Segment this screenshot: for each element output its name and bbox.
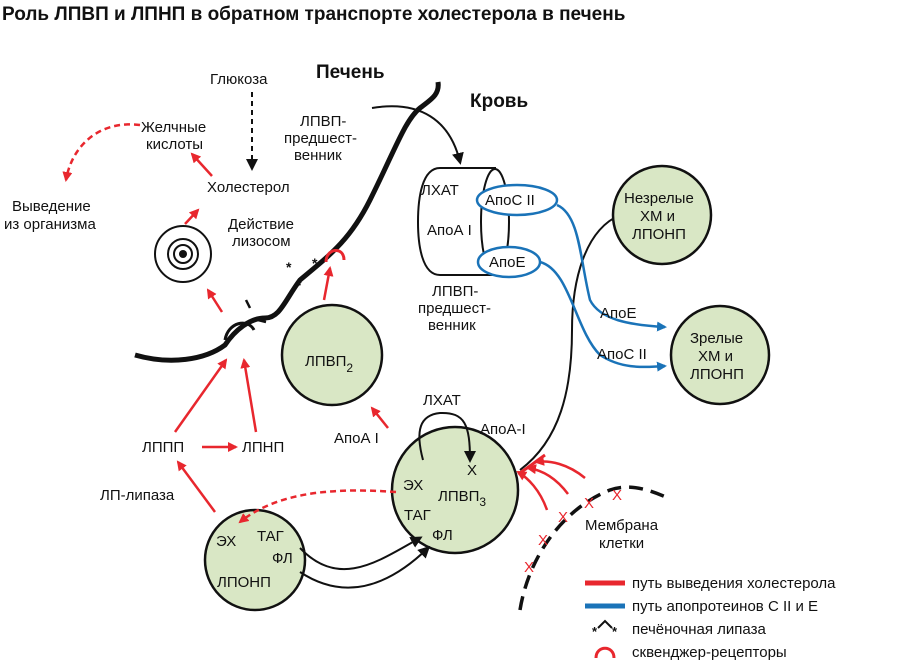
page-title: Роль ЛПВП и ЛПНП в обратном транспорте х… [2, 4, 625, 25]
immature-label-3: ЛПОНП [632, 226, 686, 243]
lhat-cycle-arrow [418, 411, 476, 463]
immature-particle [611, 164, 713, 266]
tag-transfer-arrow [299, 536, 423, 571]
hepatic-lipase-icon: * * [592, 619, 618, 639]
legend-label-0: путь выведения холестерола [632, 575, 836, 592]
hdl3-to-hdl2-arrow [370, 406, 389, 429]
liver-secretion-arrow [371, 105, 464, 165]
lysosome-action-label: Действие [228, 216, 294, 233]
x-mark: X [584, 495, 594, 512]
hdl2-to-receptor-arrow [322, 266, 334, 301]
fl-transfer-arrow [299, 545, 431, 589]
excretion-label-2: из организма [4, 216, 96, 233]
tag-hdl3-label: ТАГ [404, 507, 431, 524]
hdl-precursor-bottom-label-2: предшест- [418, 300, 491, 317]
ldl-to-receptor-arrow [240, 358, 258, 433]
apoc2-transfer-arrow [539, 260, 667, 372]
lppp-label: ЛППП [142, 439, 184, 456]
hdl2-label: ЛПВП2 [305, 353, 353, 375]
efflux-arrow [534, 455, 586, 479]
lysosome-icon [154, 225, 212, 283]
lysosome-action-label-2: лизосом [232, 233, 291, 250]
bile-acids-label-2: кислоты [146, 136, 203, 153]
legend-label-3: сквенджер-рецепторы [632, 644, 787, 661]
receptor-to-lysosome-arrow [206, 288, 224, 313]
scavenger-receptor-icon [324, 249, 346, 263]
liver-label: Печень [316, 62, 385, 83]
vldl-fl-label: ФЛ [272, 550, 293, 567]
lysosome-to-cholesterol-arrow [184, 208, 200, 225]
mature-label-3: ЛПОНП [690, 366, 744, 383]
apoa1-right-label: АпоА-I [480, 421, 526, 438]
liver-membrane-line [134, 81, 441, 363]
transfer-line [519, 214, 621, 471]
receptor-tick [244, 299, 252, 309]
svg-text:*: * [612, 624, 618, 639]
cholesterol-label: Холестерол [207, 179, 290, 196]
hdl-precursor-bottom-label-3: венник [428, 317, 476, 334]
apoa1-label: АпоА I [427, 222, 472, 239]
hdl-precursor-bottom-label: ЛПВП- [432, 283, 478, 300]
vldl-ex-label: ЭХ [216, 533, 236, 550]
legend: путь выведения холестерола путь апопроте… [585, 575, 836, 661]
mature-label: Зрелые [690, 330, 743, 347]
apoe-label: АпоЕ [489, 254, 525, 271]
efflux-arrow [516, 470, 549, 511]
x-hdl3-label: X [467, 462, 477, 479]
apoa1-left-label: АпоА I [334, 430, 379, 447]
apoc2-label: АпоС II [485, 192, 535, 209]
ex-hdl3-label: ЭХ [403, 477, 423, 494]
hepatic-lipase-icon: * [312, 255, 318, 271]
membrane-label: Мембрана [585, 517, 659, 534]
svg-text:*: * [592, 624, 598, 639]
x-mark: X [524, 559, 534, 576]
immature-label-2: ХМ и [640, 208, 675, 225]
vldl-label: ЛПОНП [217, 574, 271, 591]
lhat2-label: ЛХАТ [423, 392, 461, 409]
immature-label: Незрелые [624, 190, 694, 207]
x-mark: X [558, 509, 568, 526]
x-mark: X [538, 532, 548, 549]
ex-transfer-arrow [238, 489, 397, 524]
vldl-to-lppp-arrow [176, 460, 217, 513]
lhat-label: ЛХАТ [421, 182, 459, 199]
legend-label-1: путь апопротеинов С II и Е [632, 598, 818, 615]
efflux-arrow [526, 464, 569, 495]
bile-excretion-arrow [62, 123, 141, 182]
mature-label-2: ХМ и [698, 348, 733, 365]
apoe-transfer-arrow [556, 203, 667, 332]
apoc2-arrow-label: АпоС II [597, 346, 647, 363]
hdl2-particle [280, 303, 384, 407]
apoe-arrow-label: АпоЕ [600, 305, 636, 322]
apoc2-oval [475, 183, 559, 217]
lp-lipase-label: ЛП-липаза [100, 487, 175, 504]
receptor-tick [257, 318, 267, 324]
cholesterol-to-bile-arrow [190, 152, 213, 177]
x-mark: X [612, 487, 622, 504]
vldl-particle [203, 508, 307, 612]
cell-membrane [518, 485, 669, 611]
hdl-precursor-top-label-3: венник [294, 147, 342, 164]
hdl-precursor-top-label: ЛПВП- [300, 113, 346, 130]
hdl3-label: ЛПВП3 [438, 488, 486, 509]
glucose-label: Глюкоза [210, 71, 268, 88]
bile-acids-label: Желчные [141, 119, 206, 136]
excretion-label: Выведение [12, 198, 91, 215]
hepatic-lipase-icon: * [296, 277, 302, 293]
legend-label-2: печёночная липаза [632, 621, 766, 638]
scavenger-receptor-icon [594, 646, 616, 659]
vldl-tag-label: ТАГ [257, 528, 284, 545]
receptor-notch [223, 321, 256, 341]
ldl-label: ЛПНП [242, 439, 284, 456]
membrane-label-2: клетки [599, 535, 644, 552]
hepatic-lipase-icon: * [286, 259, 292, 275]
fl-hdl3-label: ФЛ [432, 527, 453, 544]
lppp-to-receptor-arrow [173, 358, 228, 433]
blood-label: Кровь [470, 91, 528, 112]
hdl-precursor-top-label-2: предшест- [284, 130, 357, 147]
mature-particle [669, 304, 771, 406]
